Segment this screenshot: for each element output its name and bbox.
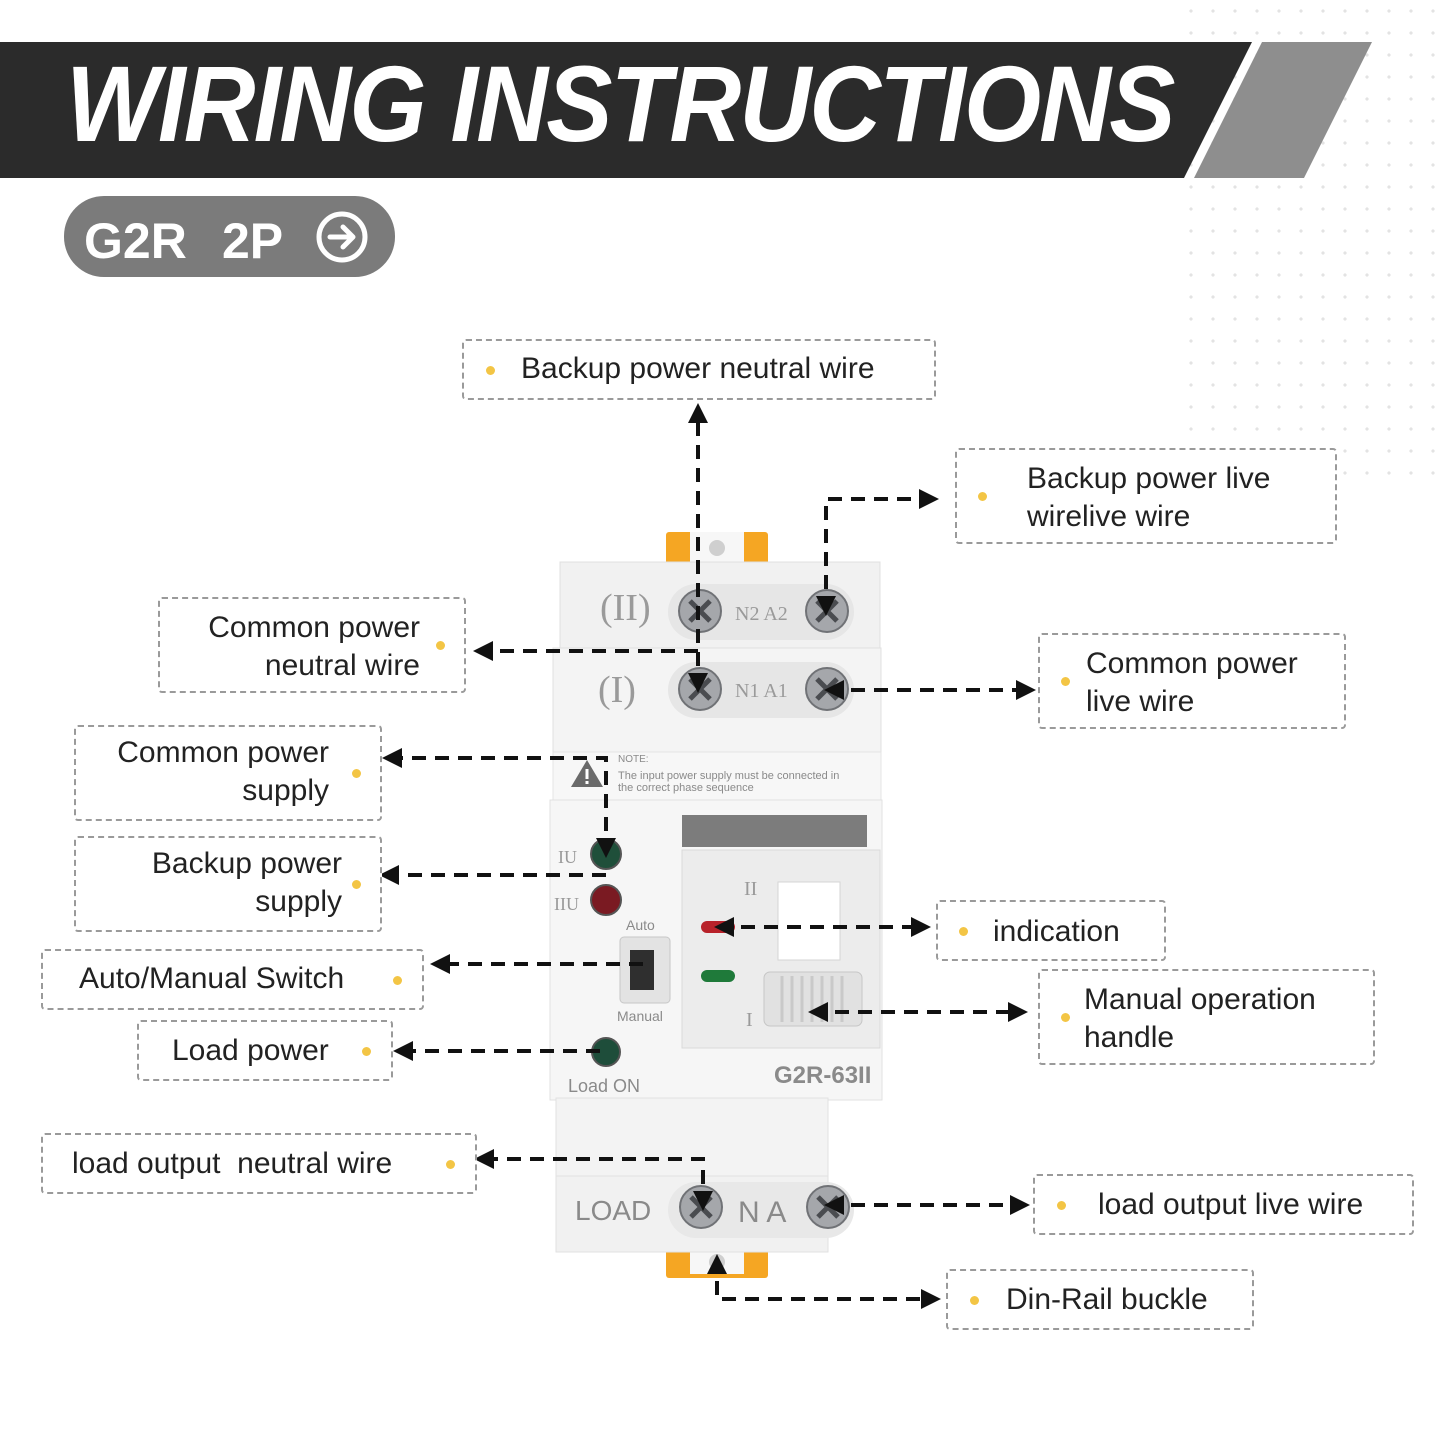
terminal-load-label: LOAD xyxy=(575,1195,651,1226)
bullet-icon xyxy=(970,1296,979,1305)
callout-common-neutral: Common power neutral wire xyxy=(158,597,466,693)
arrow-right-icon xyxy=(316,211,368,263)
manual-handle xyxy=(763,971,863,1027)
load-on-led xyxy=(591,1037,621,1067)
bullet-icon xyxy=(1057,1201,1066,1210)
callout-backup-supply-text: Backup power supply xyxy=(151,847,342,918)
model-name: G2R xyxy=(84,213,187,269)
callout-load-power: Load power xyxy=(137,1020,393,1081)
callout-manual-handle: Manual operation handle xyxy=(1038,969,1375,1065)
bullet-icon xyxy=(486,366,495,375)
din-rail-clip-bottom xyxy=(666,1244,768,1278)
terminal-top-labels: N2 A2 xyxy=(735,603,788,625)
load-on-label: Load ON xyxy=(568,1076,640,1096)
callout-manual-handle-text: Manual operation handle xyxy=(1084,983,1316,1054)
led-green xyxy=(701,970,735,982)
callout-load-neutral-text: load output neutral wire xyxy=(72,1147,393,1180)
switch-manual-label: Manual xyxy=(617,1008,663,1024)
callout-auto-manual: Auto/Manual Switch xyxy=(41,949,424,1010)
callout-auto-manual-text: Auto/Manual Switch xyxy=(79,962,345,995)
screw-n2 xyxy=(678,589,722,633)
screw-load-a xyxy=(806,1185,850,1229)
handle-position-2: II xyxy=(744,878,757,900)
model-poles: 2P xyxy=(222,213,284,269)
screw-n1 xyxy=(678,667,722,711)
callout-load-live-text: load output live wire xyxy=(1098,1188,1364,1221)
bullet-icon xyxy=(393,976,402,985)
bullet-icon xyxy=(352,880,361,889)
leader-din-rail xyxy=(707,1254,941,1309)
indicator-1-led xyxy=(590,838,622,870)
callout-indication: indication xyxy=(936,900,1166,961)
callout-common-live-text: Common power live wire xyxy=(1086,647,1298,718)
terminal-mid-mark: (I) xyxy=(598,669,636,711)
led-red xyxy=(701,921,735,933)
callout-common-supply: Common power supply xyxy=(74,725,382,821)
screw-a1 xyxy=(805,667,849,711)
leader-common-supply xyxy=(382,748,616,858)
callout-load-neutral: load output neutral wire xyxy=(41,1133,477,1194)
warning-icon xyxy=(571,760,603,787)
bullet-icon xyxy=(1061,677,1070,686)
callout-backup-neutral: Backup power neutral wire xyxy=(462,339,936,400)
bullet-icon xyxy=(362,1047,371,1056)
note-line-2: the correct phase sequence xyxy=(618,782,754,794)
leader-load-neutral xyxy=(474,1149,713,1211)
screw-load-n xyxy=(679,1185,723,1229)
callout-indication-text: indication xyxy=(993,915,1120,948)
bullet-icon xyxy=(446,1160,455,1169)
terminal-load-labels: N A xyxy=(738,1196,786,1229)
switch-auto-label: Auto xyxy=(626,917,655,933)
note-line-1: The input power supply must be connected… xyxy=(618,770,839,782)
bullet-icon xyxy=(436,641,445,650)
bullet-icon xyxy=(959,927,968,936)
bullet-icon xyxy=(352,769,361,778)
callout-din-rail: Din-Rail buckle xyxy=(946,1269,1254,1330)
bullet-icon xyxy=(1061,1013,1070,1022)
indicator-1-label: IU xyxy=(558,847,577,867)
callout-common-neutral-text: Common power neutral wire xyxy=(208,611,420,682)
callout-din-rail-text: Din-Rail buckle xyxy=(1006,1283,1208,1316)
callout-load-power-text: Load power xyxy=(172,1034,329,1067)
callout-load-live: load output live wire xyxy=(1033,1174,1414,1235)
callout-common-supply-text: Common power supply xyxy=(117,736,329,807)
handle-position-1: I xyxy=(746,1009,753,1031)
title-banner xyxy=(0,42,1372,178)
callout-backup-live-text: Backup power live wirelive wire xyxy=(1027,462,1271,533)
screw-a2 xyxy=(805,589,849,633)
din-rail-clip-top xyxy=(666,532,768,566)
indicator-2-led xyxy=(590,884,622,916)
callout-backup-live: Backup power live wirelive wire xyxy=(955,448,1337,544)
callout-common-live: Common power live wire xyxy=(1038,633,1346,729)
terminal-top-mark: (II) xyxy=(600,587,651,629)
note-title: NOTE: xyxy=(618,754,649,765)
switch-slider xyxy=(630,950,654,990)
terminal-mid-labels: N1 A1 xyxy=(735,680,788,702)
model-code: G2R-63II xyxy=(774,1062,871,1089)
bullet-icon xyxy=(978,492,987,501)
page-title: WIRING INSTRUCTIONS xyxy=(66,43,1175,164)
callout-backup-supply: Backup power supply xyxy=(74,836,382,932)
indicator-2-label: IIU xyxy=(554,894,579,914)
callout-backup-neutral-text: Backup power neutral wire xyxy=(521,352,875,385)
leader-backup-live xyxy=(816,489,939,616)
